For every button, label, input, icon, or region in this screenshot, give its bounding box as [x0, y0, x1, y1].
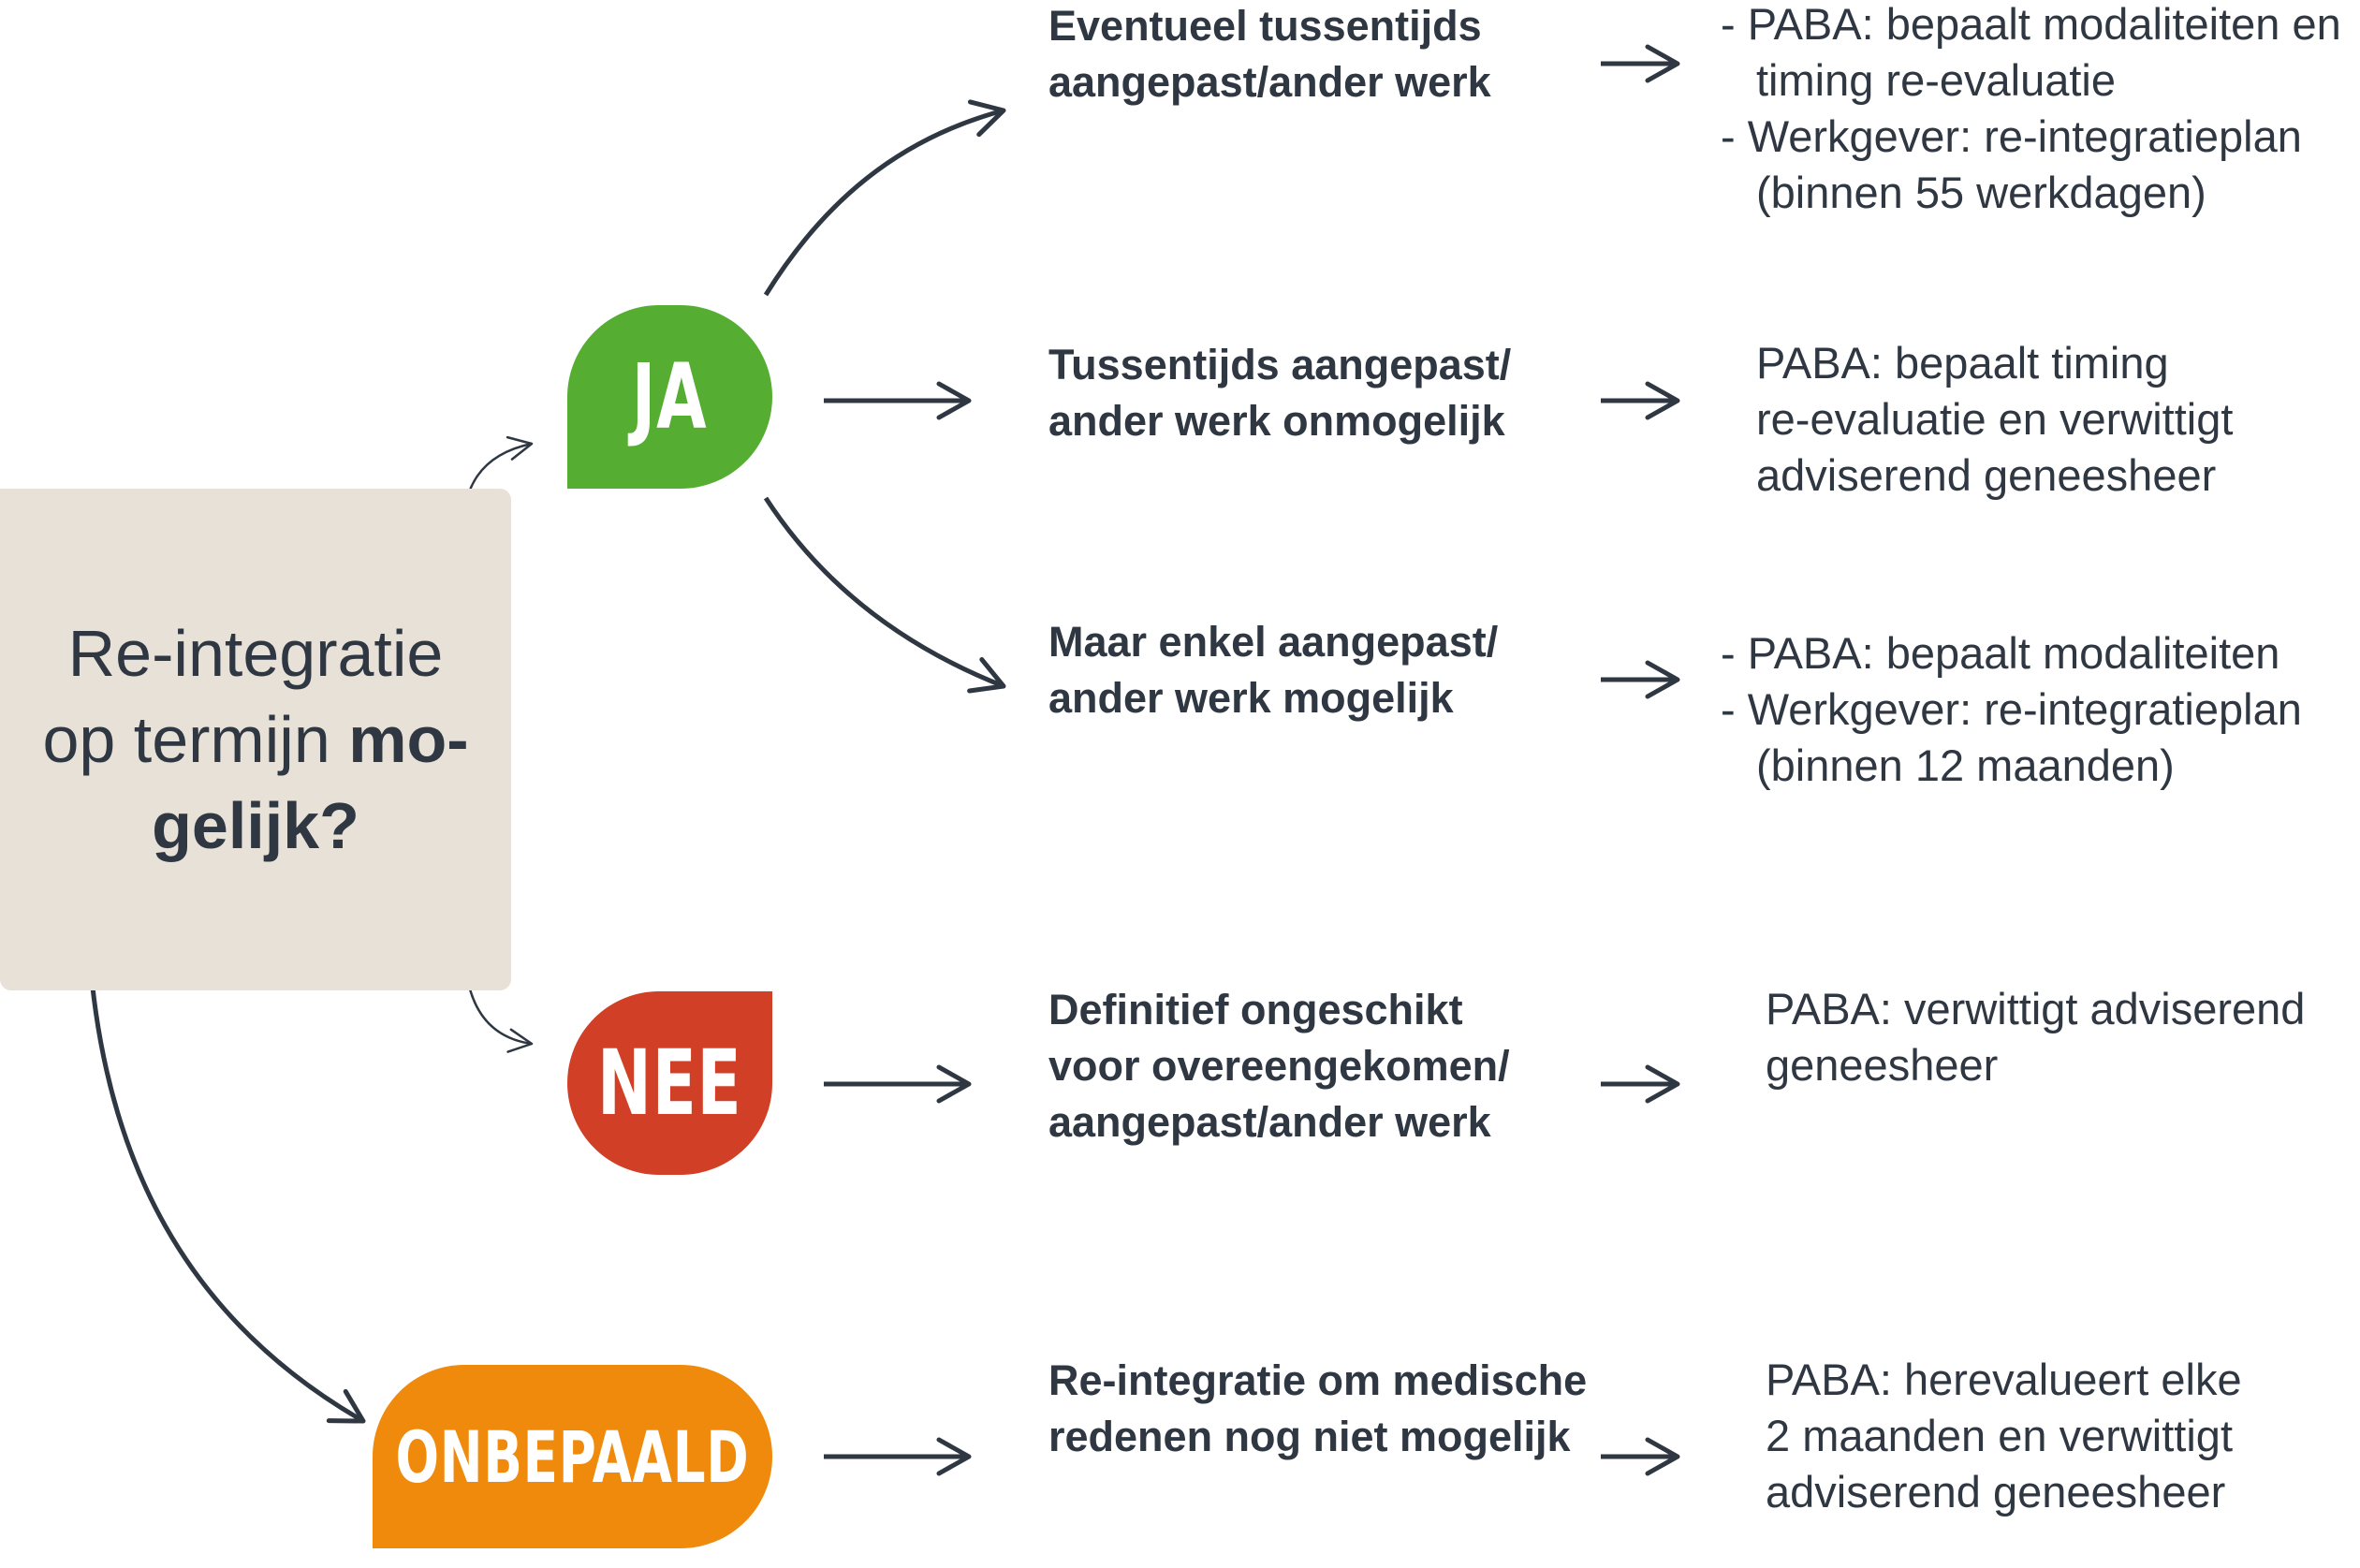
outcome-2-line-2: ander werk onmogelijk [1048, 397, 1505, 445]
question-line-2-bold: mo- [348, 703, 469, 776]
action-4: PABA: verwittigt adviserend geneesheer [1730, 981, 2305, 1093]
outcome-5: Re-integratie om medische redenen nog ni… [1048, 1353, 1587, 1465]
action-2: PABA: bepaalt timing re-evaluatie en ver… [1721, 335, 2233, 504]
action-1-item-2-cont: (binnen 55 werkdagen) [1756, 168, 2206, 217]
nee-label: NEE [597, 1031, 742, 1136]
onbepaald-label: ONBEPAALD [395, 1414, 750, 1499]
action-5-line-3: adviserend geneesheer [1766, 1467, 2226, 1517]
question-line-3: gelijk? [152, 789, 359, 862]
action-4-line-2: geneesheer [1766, 1040, 1999, 1090]
arrow-ja-to-outcome-1 [763, 99, 1006, 297]
outcome-1-line-2: aangepast/ander werk [1048, 58, 1491, 106]
action-1-item-2: - Werkgever: re-integratieplan [1721, 111, 2302, 161]
action-5-line-2: 2 maanden en verwittigt [1766, 1411, 2234, 1460]
outcome-4-line-1: Definitief ongeschikt [1048, 986, 1463, 1033]
outcome-5-line-2: redenen nog niet mogelijk [1048, 1413, 1571, 1460]
outcome-4-line-3: aangepast/ander werk [1048, 1098, 1491, 1146]
outcome-3-line-1: Maar enkel aangepast/ [1048, 618, 1499, 666]
onbepaald-badge: ONBEPAALD [373, 1365, 772, 1548]
ja-badge: JA [567, 305, 772, 489]
outcome-1: Eventueel tussentijds aangepast/ander we… [1048, 0, 1491, 110]
action-2-line-3: adviserend geneesheer [1756, 450, 2217, 500]
question-line-1: Re-integratie [67, 617, 444, 690]
action-2-line-1: PABA: bepaalt timing [1756, 338, 2169, 388]
ja-label: JA [632, 344, 708, 449]
outcome-2: Tussentijds aangepast/ ander werk onmoge… [1048, 337, 1511, 449]
action-3-item-2-cont: (binnen 12 maanden) [1756, 740, 2175, 790]
action-3-item-1: - PABA: bepaalt modaliteiten [1721, 628, 2280, 678]
arrow-ja-to-outcome-3 [763, 496, 1006, 694]
question-line-2: op termijn mo- [42, 703, 468, 776]
outcome-3-line-2: ander werk mogelijk [1048, 674, 1454, 722]
action-1-item-1: - PABA: bepaalt modaliteiten en [1721, 0, 2341, 49]
action-2-line-2: re-evaluatie en verwittigt [1756, 394, 2234, 444]
outcome-4-line-2: voor overeengekomen/ [1048, 1042, 1510, 1090]
action-1-item-1-cont: timing re-evaluatie [1756, 55, 2117, 105]
action-4-line-1: PABA: verwittigt adviserend [1766, 984, 2306, 1033]
action-5-line-1: PABA: herevalueert elke [1766, 1355, 2242, 1404]
question-box: Re-integratie op termijn mo- gelijk? [0, 489, 511, 990]
question-text: Re-integratie op termijn mo- gelijk? [42, 610, 468, 869]
outcome-4: Definitief ongeschikt voor overeengekome… [1048, 982, 1510, 1150]
action-3: - PABA: bepaalt modaliteiten - Werkgever… [1721, 625, 2302, 794]
action-3-item-2: - Werkgever: re-integratieplan [1721, 684, 2302, 734]
nee-badge: NEE [567, 991, 772, 1175]
outcome-2-line-1: Tussentijds aangepast/ [1048, 341, 1512, 388]
arrow-question-to-onbepaald [86, 945, 366, 1424]
action-1: - PABA: bepaalt modaliteiten en timing r… [1721, 0, 2341, 221]
outcome-5-line-1: Re-integratie om medische [1048, 1356, 1588, 1404]
action-5: PABA: herevalueert elke 2 maanden en ver… [1730, 1352, 2242, 1520]
question-line-2-regular: op termijn [42, 703, 349, 776]
outcome-3: Maar enkel aangepast/ ander werk mogelij… [1048, 614, 1498, 726]
outcome-1-line-1: Eventueel tussentijds [1048, 2, 1482, 50]
